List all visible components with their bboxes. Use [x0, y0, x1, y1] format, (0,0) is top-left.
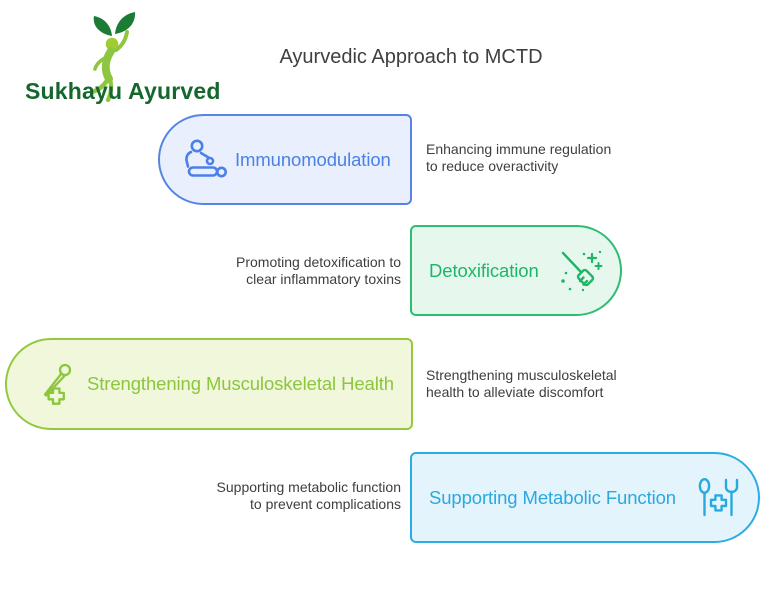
needle-cross-icon	[43, 363, 72, 405]
step-description-immunomodulation: Enhancing immune regulation to reduce ov…	[426, 141, 611, 175]
description-line: to reduce overactivity	[426, 158, 559, 174]
description-line: Promoting detoxification to	[236, 254, 401, 270]
description-line: to prevent complications	[250, 496, 401, 512]
step-card-immunomodulation: Immunomodulation	[158, 114, 412, 205]
step-label: Detoxification	[429, 259, 539, 281]
step-card-metabolic: Supporting Metabolic Function	[410, 452, 760, 543]
page-title: Ayurvedic Approach to MCTD	[279, 46, 543, 68]
massage-therapy-icon	[185, 139, 227, 177]
step-label: Strengthening Musculoskeletal Health	[87, 373, 394, 394]
step-label: Supporting Metabolic Function	[429, 486, 676, 508]
cutlery-cross-icon	[698, 477, 739, 516]
step-card-musculoskeletal: Strengthening Musculoskeletal Health	[5, 338, 413, 430]
description-line: clear inflammatory toxins	[246, 271, 401, 287]
broom-sparkles-icon	[561, 250, 603, 291]
description-line: Enhancing immune regulation	[426, 141, 612, 157]
step-description-musculoskeletal: Strengthening musculoskeletal health to …	[426, 367, 617, 401]
step-card-detoxification: Detoxification	[410, 225, 622, 316]
step-description-detoxification: Promoting detoxification to clear inflam…	[190, 254, 401, 288]
brand-logo: Sukhayu Ayurved	[25, 8, 220, 104]
step-description-metabolic: Supporting metabolic function to prevent…	[190, 479, 401, 513]
step-label: Immunomodulation	[235, 148, 391, 170]
description-line: Strengthening musculoskeletal	[426, 367, 617, 383]
description-line: health to alleviate discomfort	[426, 384, 604, 400]
description-line: Supporting metabolic function	[216, 479, 401, 495]
logo-figure-icon	[89, 12, 136, 102]
brand-name: Sukhayu Ayurved	[25, 78, 221, 104]
